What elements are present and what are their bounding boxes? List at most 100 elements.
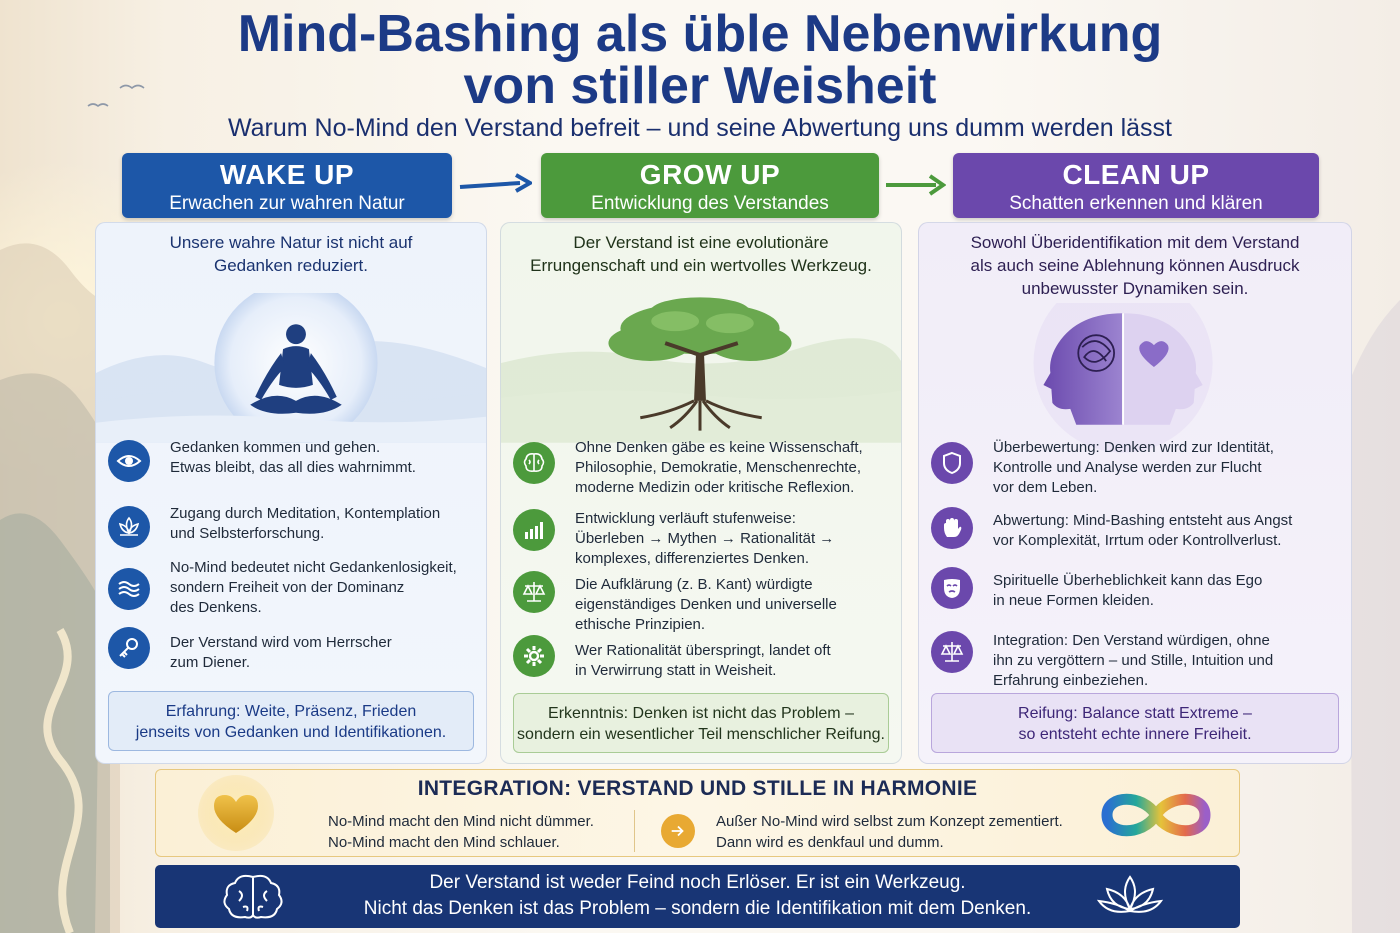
integration-left-text: No-Mind macht den Mind nicht dümmer. No-… <box>328 811 594 853</box>
item-line: Abwertung: Mind-Bashing entsteht aus Ang… <box>993 512 1293 529</box>
item-line: in neue Formen kleiden. <box>993 592 1154 609</box>
intro-line: Unsere wahre Natur ist nicht auf <box>169 233 413 252</box>
item-line: vor Komplexität, Irrtum oder Kontrollver… <box>993 532 1282 549</box>
integration-line: No-Mind macht den Mind nicht dümmer. <box>328 813 594 830</box>
panel-clean-up: Sowohl Überidentifikation mit dem Versta… <box>918 222 1352 764</box>
bottom-quote-bar: Der Verstand ist weder Feind noch Erlöse… <box>155 865 1240 928</box>
item-text: Ohne Denken gäbe es keine Wissenschaft, … <box>575 438 893 498</box>
list-item: Entwicklung verläuft stufenweise: Überle… <box>513 509 893 567</box>
item-line: komplexes, differenziertes Denken. <box>575 550 810 567</box>
footer-line: sondern ein wesentlicher Teil menschlich… <box>517 726 885 743</box>
key-icon <box>108 627 150 669</box>
meditation-illustration <box>96 293 486 443</box>
item-text: Der Verstand wird vom Herrscher zum Dien… <box>170 633 478 673</box>
list-item: Gedanken kommen und gehen. Etwas bleibt,… <box>108 438 478 494</box>
shield-icon <box>931 442 973 484</box>
header-wake-up: WAKE UP Erwachen zur wahren Natur <box>122 153 452 218</box>
list-item: Abwertung: Mind-Bashing entsteht aus Ang… <box>931 507 1343 567</box>
list-item: Der Verstand wird vom Herrscher zum Dien… <box>108 627 478 689</box>
page-title-line2: von stiller Weisheit <box>463 57 937 115</box>
item-line: eigenständiges Denken und universelle <box>575 596 837 613</box>
header-subtitle: Schatten erkennen und klären <box>1009 193 1263 214</box>
two-heads-illustration <box>1033 303 1213 453</box>
item-line: Zugang durch Meditation, Kontemplation <box>170 505 441 522</box>
tree-illustration <box>501 297 901 443</box>
balance-icon <box>931 631 973 673</box>
item-line: Die Aufklärung (z. B. Kant) würdigte <box>575 576 813 593</box>
intro-line: Sowohl Überidentifikation mit dem Versta… <box>970 233 1300 252</box>
intro-line: als auch seine Ablehnung können Ausdruck <box>970 256 1300 275</box>
header-title: CLEAN UP <box>1062 159 1210 190</box>
integration-line: Außer No-Mind wird selbst zum Konzept ze… <box>716 813 1063 830</box>
item-line: sondern Freiheit von der Dominanz <box>170 579 405 596</box>
item-line: Überbewertung: Denken wird zur Identität… <box>993 439 1274 456</box>
heart-icon <box>198 775 274 851</box>
list-item: Überbewertung: Denken wird zur Identität… <box>931 438 1343 496</box>
item-text: Wer Rationalität überspringt, landet oft… <box>575 641 893 681</box>
item-line: zum Diener. <box>170 654 251 671</box>
lotus-icon <box>108 506 150 548</box>
footer-line: so entsteht echte innere Freiheit. <box>1018 726 1252 743</box>
lotus-icon <box>1096 875 1164 913</box>
item-line: ihn zu vergöttern – und Stille, Intuitio… <box>993 652 1274 669</box>
divider <box>634 810 635 852</box>
panel-intro: Der Verstand ist eine evolutionäre Errun… <box>511 231 891 277</box>
item-line: Philosophie, Demokratie, Menschenrechte, <box>575 459 861 476</box>
page-title-line1: Mind-Bashing als üble Nebenwirkung <box>237 5 1163 63</box>
panel-footer: Reifung: Balance statt Extreme – so ents… <box>931 693 1339 753</box>
hand-icon <box>931 507 973 549</box>
panel-footer: Erfahrung: Weite, Präsenz, Frieden jense… <box>108 691 474 751</box>
intro-line: Der Verstand ist eine evolutionäre <box>573 233 829 252</box>
arrow-right-icon <box>886 174 946 196</box>
infinity-icon <box>1101 793 1211 837</box>
panel-footer: Erkenntnis: Denken ist nicht das Problem… <box>513 693 889 753</box>
integration-right-text: Außer No-Mind wird selbst zum Konzept ze… <box>716 811 1063 853</box>
integration-line: No-Mind macht den Mind schlauer. <box>328 834 560 851</box>
item-line: ethische Prinzipien. <box>575 616 706 633</box>
item-line: Überleben → Mythen → Rationalität → <box>575 530 835 547</box>
item-line: Etwas bleibt, das all dies wahrnimmt. <box>170 459 416 476</box>
growth-chart-icon <box>513 509 555 551</box>
panel-intro: Sowohl Überidentifikation mit dem Versta… <box>929 231 1341 300</box>
header-title: GROW UP <box>639 159 781 190</box>
integration-line: Dann wird es denkfaul und dumm. <box>716 834 944 851</box>
item-line: Kontrolle und Analyse werden zur Flucht <box>993 459 1262 476</box>
item-line: moderne Medizin oder kritische Reflexion… <box>575 479 855 496</box>
panel-grow-up: Der Verstand ist eine evolutionäre Errun… <box>500 222 902 764</box>
header-subtitle: Entwicklung des Verstandes <box>591 193 829 214</box>
footer-line: Balance statt Extreme – <box>1082 705 1252 722</box>
item-text: Zugang durch Meditation, Kontemplation u… <box>170 504 478 544</box>
footer-label: Erkenntnis: <box>548 705 629 722</box>
item-text: Gedanken kommen und gehen. Etwas bleibt,… <box>170 438 478 478</box>
item-line: Entwicklung verläuft stufenweise: <box>575 510 796 527</box>
item-text: Entwicklung verläuft stufenweise: Überle… <box>575 509 893 569</box>
list-item: No-Mind bedeutet nicht Gedankenlosigkeit… <box>108 558 478 616</box>
item-line: Gedanken kommen und gehen. <box>170 439 381 456</box>
list-item: Zugang durch Meditation, Kontemplation u… <box>108 504 478 560</box>
item-line: Spirituelle Überheblichkeit kann das Ego <box>993 572 1263 589</box>
mask-icon <box>931 567 973 609</box>
integration-box: INTEGRATION: VERSTAND UND STILLE IN HARM… <box>155 769 1240 857</box>
eye-icon <box>108 440 150 482</box>
intro-line: unbewusster Dynamiken sein. <box>1021 279 1249 298</box>
bottom-line2: Nicht das Denken ist das Problem – sonde… <box>363 898 1032 919</box>
list-item: Integration: Den Verstand würdigen, ohne… <box>931 631 1343 689</box>
intro-line: Gedanken reduziert. <box>213 256 369 275</box>
intro-line: Errungenschaft und ein wertvolles Werkze… <box>530 256 872 275</box>
item-text: No-Mind bedeutet nicht Gedankenlosigkeit… <box>170 558 478 618</box>
item-text: Abwertung: Mind-Bashing entsteht aus Ang… <box>993 511 1343 551</box>
item-line: No-Mind bedeutet nicht Gedankenlosigkeit… <box>170 559 457 576</box>
header-clean-up: CLEAN UP Schatten erkennen und klären <box>953 153 1319 218</box>
panel-intro: Unsere wahre Natur ist nicht auf Gedanke… <box>106 231 476 277</box>
header-title: WAKE UP <box>219 159 355 190</box>
item-line: vor dem Leben. <box>993 479 1098 496</box>
item-line: des Denkens. <box>170 599 262 616</box>
footer-label: Erfahrung: <box>165 703 241 720</box>
header-subtitle: Erwachen zur wahren Natur <box>169 193 405 214</box>
brain-icon <box>513 442 555 484</box>
arrow-right-icon <box>661 814 695 848</box>
item-text: Spirituelle Überheblichkeit kann das Ego… <box>993 571 1343 611</box>
scales-icon <box>513 571 555 613</box>
arrow-right-icon <box>459 173 532 193</box>
